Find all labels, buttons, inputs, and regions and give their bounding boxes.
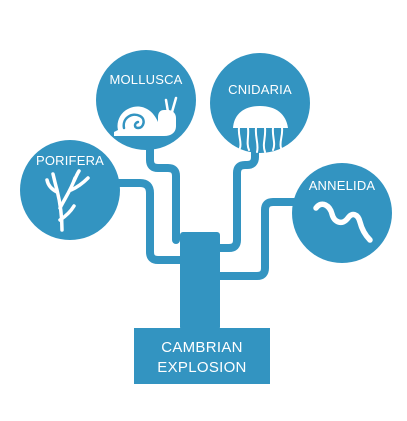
node-label-annelida: ANNELIDA: [309, 178, 376, 193]
sponge-icon: [45, 169, 90, 232]
branch-annelida: [214, 198, 302, 280]
snail-icon: [114, 96, 178, 136]
branch-lines: [114, 118, 302, 280]
base-label-line1: CAMBRIAN: [161, 339, 243, 356]
tree-trunk: [180, 232, 220, 330]
node-mollusca: MOLLUSCA: [96, 50, 196, 150]
base-box: CAMBRIAN EXPLOSION: [134, 328, 270, 384]
branch-porifera: [114, 179, 188, 264]
node-cnidaria: CNIDARIA: [210, 53, 310, 153]
node-label-mollusca: MOLLUSCA: [109, 72, 182, 87]
node-porifera: PORIFERA: [20, 140, 120, 240]
node-annelida: ANNELIDA: [292, 163, 392, 263]
node-label-porifera: PORIFERA: [36, 153, 104, 168]
node-label-cnidaria: CNIDARIA: [228, 82, 292, 97]
base-label-line2: EXPLOSION: [157, 359, 246, 376]
jellyfish-icon: [233, 106, 288, 153]
branch-cnidaria: [214, 121, 259, 252]
worm-icon: [313, 201, 373, 243]
branch-mollusca: [146, 118, 180, 244]
